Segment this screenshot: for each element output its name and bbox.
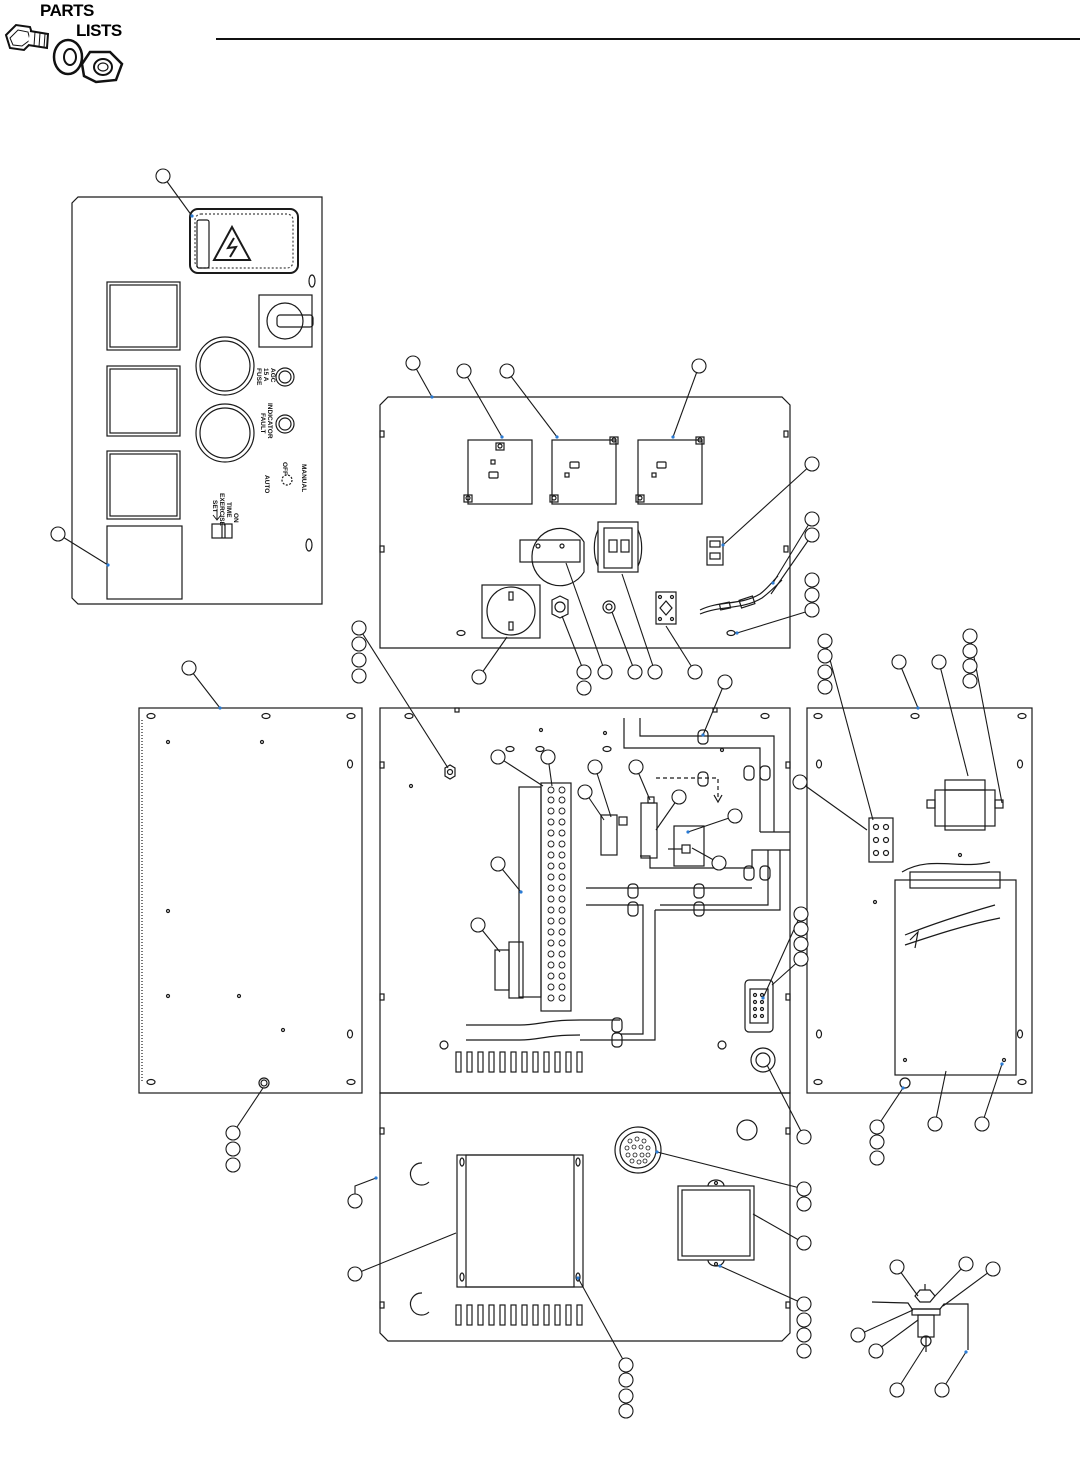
small-transformer <box>494 949 510 991</box>
ground-stud-detail <box>871 1284 969 1352</box>
meter-3 <box>106 450 181 520</box>
bottom-panel <box>379 1092 791 1342</box>
relay-1 <box>463 439 533 505</box>
right-side-panel <box>806 707 1033 1094</box>
gauge-2 <box>195 403 255 463</box>
header-rule <box>216 38 1080 40</box>
duplex-receptacle <box>481 584 541 639</box>
panel-nut <box>444 764 456 780</box>
terminal-strip <box>518 782 572 1012</box>
gauge-1 <box>195 336 255 396</box>
auto-label: AUTO <box>263 475 270 493</box>
meter-1 <box>106 281 181 351</box>
exercise-label: EXERCISE <box>218 493 225 527</box>
arrow-icon <box>212 509 222 521</box>
fault-label-1: FAULT <box>259 413 266 433</box>
control-board <box>872 852 1017 1089</box>
off-label: OFF <box>281 462 288 475</box>
plug-button <box>750 1047 776 1073</box>
junction-box <box>677 1179 755 1267</box>
front-panel <box>71 196 323 605</box>
wire-harness <box>699 575 783 615</box>
bolt-washer-nut-icon <box>4 23 124 84</box>
callout-balloons <box>50 168 1003 1419</box>
vent-slots-lower <box>455 1304 583 1326</box>
center-main-panel <box>379 707 791 1094</box>
fuse-label-2: 15 A <box>262 368 269 382</box>
main-switch <box>673 825 705 867</box>
upper-component-panel <box>379 396 791 649</box>
meter-2 <box>106 365 181 437</box>
lamp <box>602 600 616 614</box>
main-relay-2 <box>640 802 658 859</box>
rotary-selector-switch <box>258 294 314 348</box>
logo-line-parts: PARTS <box>40 1 94 20</box>
set-label: SET <box>211 500 218 513</box>
vent-slots-upper <box>455 1051 583 1073</box>
relay-3 <box>635 436 705 505</box>
transformer <box>926 779 1004 831</box>
warning-label <box>189 208 299 274</box>
circuit-breaker <box>593 521 643 573</box>
fault-lamp <box>275 414 295 434</box>
gland-nut <box>551 595 569 619</box>
relay-2 <box>549 436 619 505</box>
fault-label-2: INDICATOR <box>266 403 273 439</box>
capacitor <box>519 527 585 587</box>
outlet-plate <box>655 591 677 625</box>
on-label: ON <box>232 513 239 523</box>
fuse-holder <box>275 367 295 387</box>
terminal-block <box>868 817 894 863</box>
front-panel-labels: FUSE 15 A AGC FAULT INDICATOR AUTO OFF M… <box>211 368 307 527</box>
hour-meter-opening <box>106 525 183 600</box>
left-side-panel <box>138 707 363 1094</box>
fuse-label-1: FUSE <box>255 368 262 386</box>
wire-ducts <box>466 718 790 1041</box>
time-label: TIME <box>225 502 232 518</box>
rectifier-heat-sink <box>456 1154 584 1288</box>
leader-dots <box>106 214 1004 1354</box>
logo-line-lists: LISTS <box>76 21 122 40</box>
fuse-label-3: AGC <box>269 368 276 383</box>
main-relay-1 <box>600 814 618 856</box>
manual-label: MANUAL <box>300 464 307 492</box>
connector-socket <box>744 979 774 1033</box>
small-terminal <box>706 536 724 566</box>
round-connector <box>614 1126 662 1174</box>
parts-lists-logo: PARTS LISTS <box>0 0 130 100</box>
